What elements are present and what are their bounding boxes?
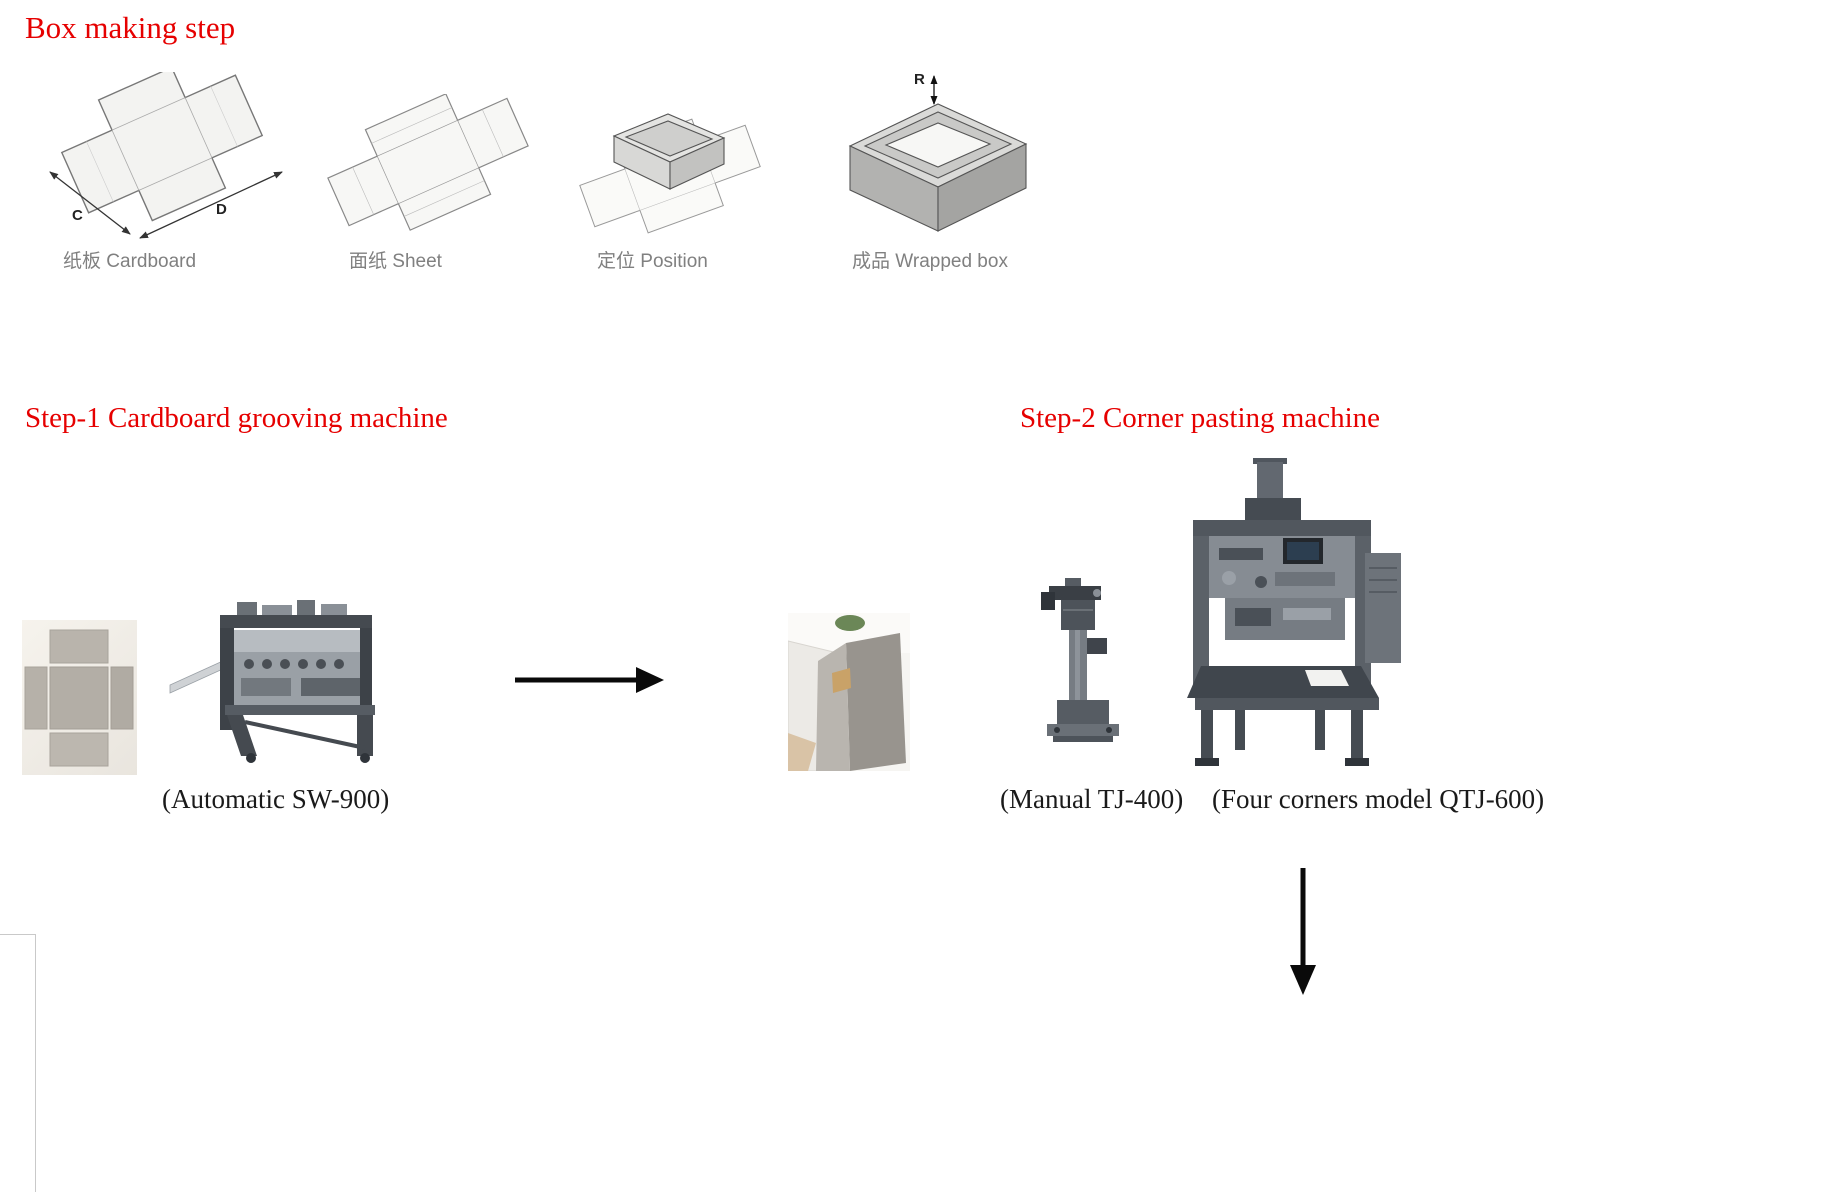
sheet-cross-shape: [327, 94, 529, 231]
position-diagram: [579, 113, 761, 234]
four-corner-machine-shapes: [1187, 458, 1401, 766]
manual-machine-shapes: [1041, 578, 1119, 742]
dim-d-label: D: [216, 201, 227, 218]
four-corner-machine-image: [1165, 458, 1405, 773]
manual-machine-image: [1035, 578, 1135, 768]
tj400-caption: (Manual TJ-400): [1000, 784, 1184, 814]
down-arrow-icon: [1290, 868, 1316, 995]
dim-c-label: C: [72, 207, 83, 224]
label-wrapped-box: 成品 Wrapped box: [852, 251, 1008, 272]
label-sheet: 面纸 Sheet: [349, 251, 442, 272]
sheet-diagram: [327, 94, 529, 231]
page-title: Box making step: [25, 10, 236, 45]
sw900-caption: (Automatic SW-900): [162, 784, 390, 814]
position-box-shape: [612, 113, 726, 190]
cardboard-pieces-photo: [22, 620, 137, 775]
qtj600-caption: (Four corners model QTJ-600): [1212, 784, 1545, 814]
wrapped-box-shape: [848, 103, 1028, 232]
grooving-machine-image: [165, 590, 395, 768]
cardboard-pieces-shapes: [24, 629, 134, 767]
wrapped-box-diagram: R: [848, 71, 1028, 232]
dimension-line-c: [49, 171, 131, 235]
label-cardboard: 纸板 Cardboard: [63, 251, 197, 272]
box-corner-shapes: [788, 613, 910, 771]
label-position: 定位 Position: [597, 251, 708, 272]
step1-heading: Step-1 Cardboard grooving machine: [25, 402, 448, 434]
step2-heading: Step-2 Corner pasting machine: [1020, 402, 1380, 434]
grooving-machine-shapes: [169, 600, 375, 763]
dimension-line-d: [139, 171, 283, 239]
cardboard-flat-diagram: C D: [49, 72, 283, 239]
dim-r-label: R: [914, 71, 925, 88]
box-corner-photo: [788, 613, 910, 771]
page-edge-artifact: [0, 934, 36, 1192]
right-arrow-icon: [515, 667, 664, 693]
